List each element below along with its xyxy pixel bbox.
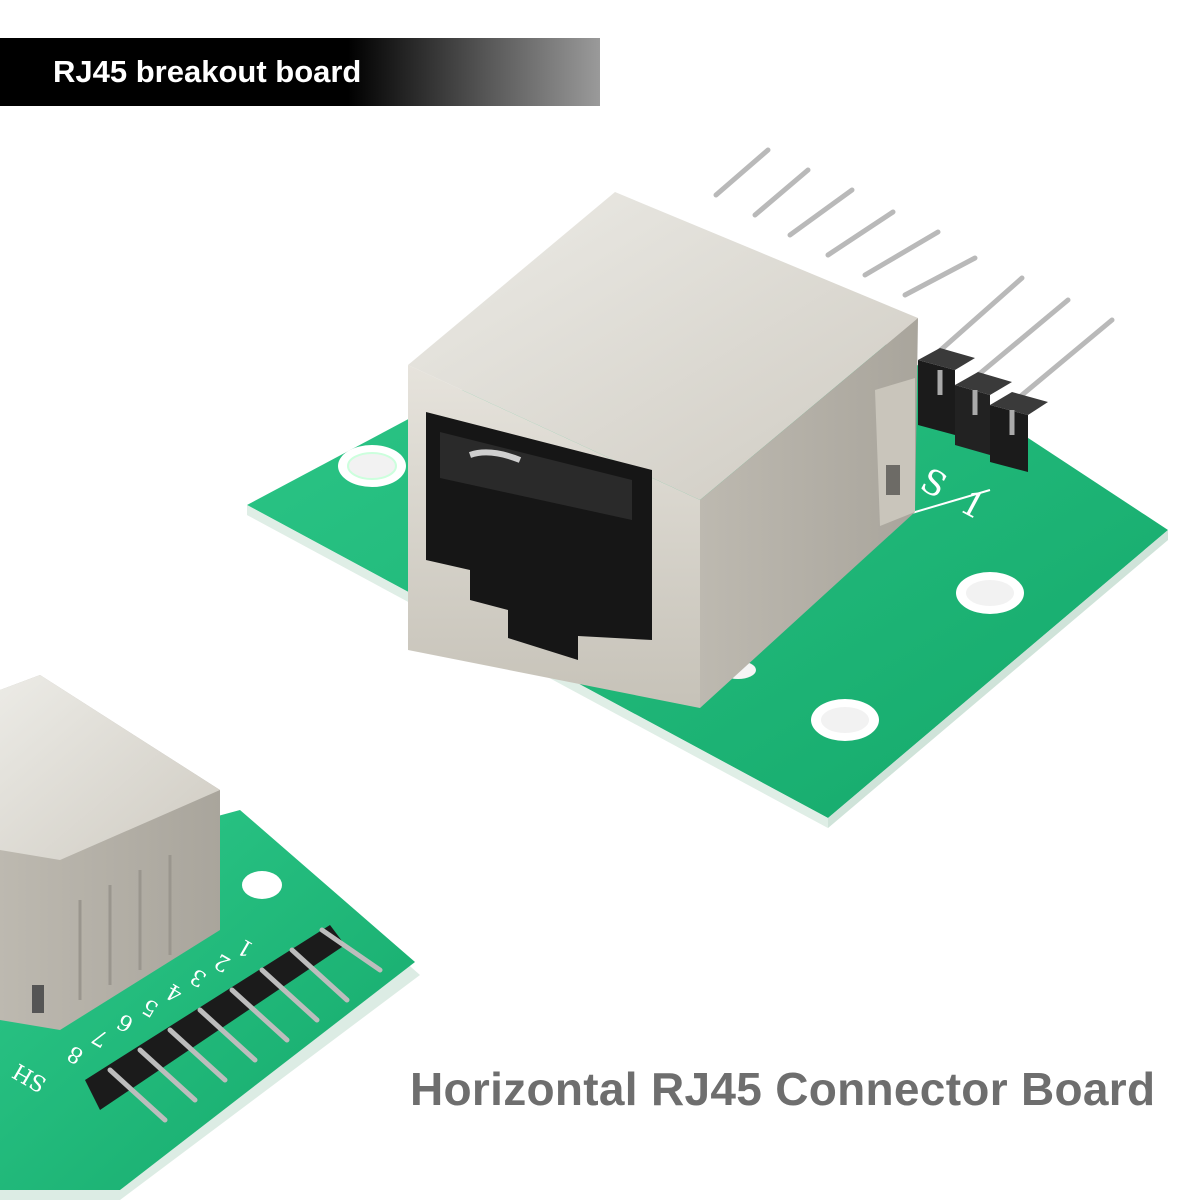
main-breakout-board: S 1 [247, 147, 1168, 828]
banner-title: RJ45 breakout board [53, 54, 362, 89]
header-pins [107, 927, 383, 1123]
secondary-breakout-board: 1 2 3 4 5 6 7 8 SH [0, 675, 420, 1200]
ethernet-port [426, 412, 652, 660]
mounting-hole [811, 699, 879, 741]
rj45-jack [408, 192, 918, 708]
mounting-hole [956, 572, 1024, 614]
mounting-hole [338, 445, 406, 487]
pin-header-block [918, 348, 1048, 472]
product-caption: Horizontal RJ45 Connector Board [410, 1063, 1156, 1115]
title-banner: RJ45 breakout board [0, 38, 600, 106]
header-pins [713, 147, 1115, 408]
